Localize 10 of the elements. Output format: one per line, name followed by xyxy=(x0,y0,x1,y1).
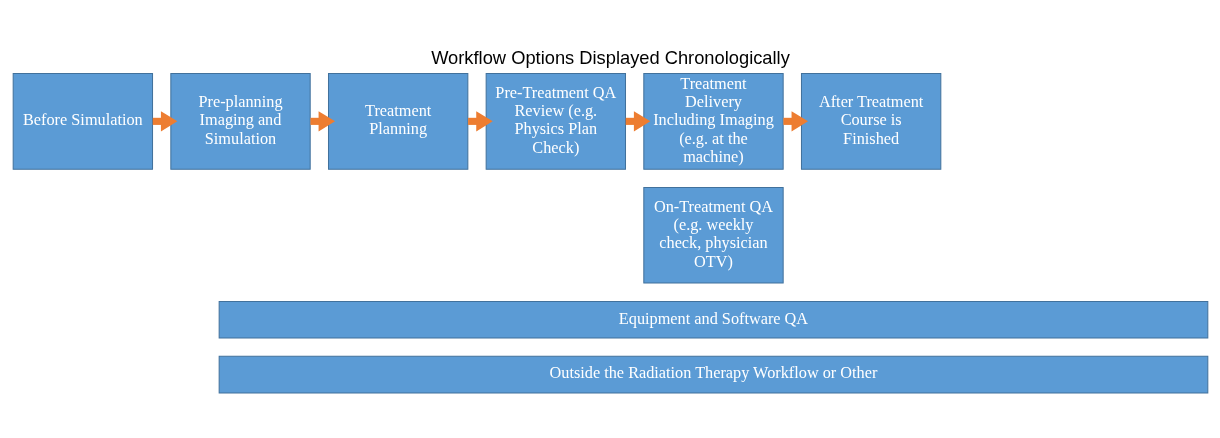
node-box: Outside the Radiation Therapy Workflow or Other xyxy=(218,355,1208,394)
node-box: On-Treatment QA (e.g. weekly check, physician OTV) xyxy=(642,186,784,284)
node-box: After Treatment Course is Finished xyxy=(800,73,941,170)
node-box: Treatment Delivery Including Imaging (e.g. at the machine) xyxy=(642,73,784,170)
node-box: Treatment Planning xyxy=(327,73,468,170)
node-box: Equipment and Software QA xyxy=(218,300,1208,339)
node-box: Before Simulation xyxy=(12,73,153,170)
node-box: Pre-Treatment QA Review (e.g. Physics Plan Check) xyxy=(485,73,626,170)
node-box: Pre-planning Imaging and Simulation xyxy=(169,73,311,170)
diagram-title: Workflow Options Displayed Chronologically xyxy=(430,46,790,68)
